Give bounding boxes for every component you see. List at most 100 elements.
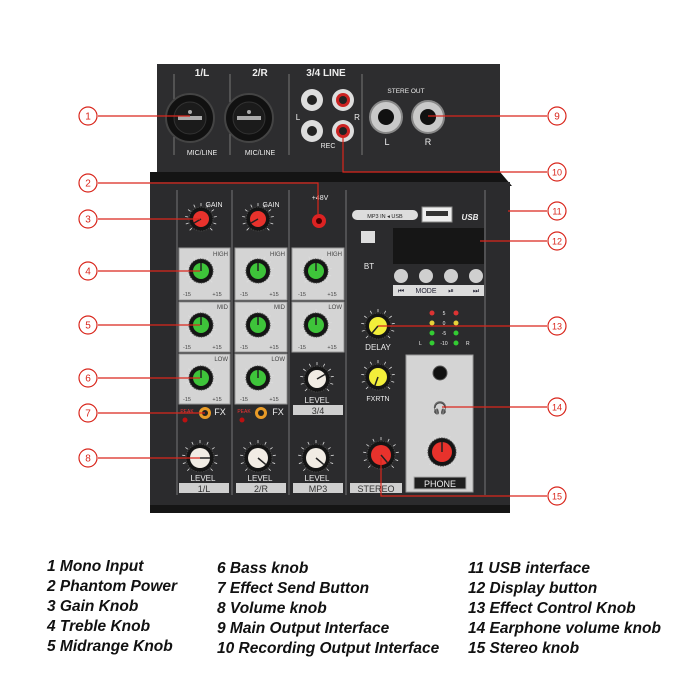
mp3-in-badge — [352, 210, 418, 220]
meter-label: 0 — [443, 321, 446, 327]
channel-name-mp3: MP3 — [309, 484, 328, 494]
phantom-power-button[interactable] — [312, 214, 326, 228]
next-button — [469, 269, 483, 283]
svg-text:MID: MID — [217, 305, 229, 311]
mode-button — [419, 269, 433, 283]
prev-button — [394, 269, 408, 283]
callout-3: 3 — [78, 209, 200, 229]
phone-volume-knob[interactable] — [424, 434, 460, 467]
eq-min-label: -15 — [183, 397, 191, 403]
treble-knob-34[interactable] — [300, 255, 332, 284]
volume-knob-2[interactable] — [240, 440, 276, 473]
channel-name-34: 3/4 — [312, 406, 325, 416]
mono-input-jack-1[interactable] — [165, 93, 215, 143]
input-label-1l: 1/L — [195, 68, 209, 79]
meter-led — [453, 320, 459, 326]
meter-label: -10 — [440, 341, 447, 347]
legend-item: 7 Effect Send Button — [217, 580, 370, 597]
effect-send-button-2[interactable] — [255, 407, 267, 419]
fxrtn-knob[interactable] — [361, 360, 395, 391]
svg-text:PEAK: PEAK — [237, 409, 251, 415]
line-input-rca-r[interactable] — [332, 89, 354, 111]
phone-label: PHONE — [424, 479, 456, 489]
bass-knob-34[interactable] — [300, 309, 332, 338]
mono-input-jack-2[interactable] — [224, 93, 274, 143]
callout-14: 14 — [442, 397, 567, 417]
callout-number: 12 — [552, 237, 562, 247]
bass-knob-2[interactable] — [242, 362, 274, 391]
svg-text:MID: MID — [274, 305, 286, 311]
stereo-knob[interactable] — [363, 437, 399, 470]
play-pause-button — [444, 269, 458, 283]
svg-text:LOW: LOW — [271, 357, 285, 363]
treble-knob-1[interactable] — [185, 255, 217, 284]
bass-knob-1[interactable] — [185, 362, 217, 391]
callout-number: 14 — [552, 403, 562, 413]
rec-output-rca-l[interactable] — [301, 120, 323, 142]
bluetooth-mic-icon — [361, 231, 375, 243]
callout-number: 10 — [552, 168, 562, 178]
legend-col-3: 11 USB interface 12 Display button 13 Ef… — [468, 559, 661, 659]
mic-line-label: MIC/LINE — [245, 150, 276, 157]
meter-led — [453, 340, 459, 346]
legend-col-2: 6 Bass knob 7 Effect Send Button 8 Volum… — [217, 559, 439, 659]
meter-label: 5 — [443, 311, 446, 317]
mid-knob-2[interactable] — [242, 309, 274, 338]
svg-text:LEVEL: LEVEL — [248, 474, 273, 483]
callout-8: 8 — [78, 448, 200, 468]
eq-max-label: +15 — [269, 397, 278, 403]
treble-knob-2[interactable] — [242, 255, 274, 284]
rec-output-rca-r[interactable] — [332, 120, 354, 142]
mode-label: MODE — [416, 288, 437, 295]
meter-led — [429, 320, 435, 326]
mid-knob-1[interactable] — [185, 309, 217, 338]
main-output-jack-r[interactable] — [411, 100, 445, 134]
input-label-2r: 2/R — [252, 68, 268, 79]
line-input-rca-l[interactable] — [301, 89, 323, 111]
eq-min-label: -15 — [183, 345, 191, 351]
level-knob-34[interactable] — [300, 362, 334, 393]
main-output-jack-l[interactable] — [369, 100, 403, 134]
callout-number: 6 — [85, 374, 91, 385]
legend-item: 14 Earphone volume knob — [468, 620, 661, 637]
svg-text:HIGH: HIGH — [270, 252, 285, 258]
callout-1: 1 — [78, 106, 190, 126]
volume-knob-mp3[interactable] — [298, 440, 334, 473]
legend-item: 3 Gain Knob — [47, 598, 139, 615]
fxrtn-label: FXRTN — [366, 396, 389, 403]
svg-text:HIGH: HIGH — [213, 252, 228, 258]
next-icon: ⏭ — [473, 288, 480, 295]
prev-icon: ⏮ — [398, 288, 404, 295]
meter-label: -5 — [442, 331, 447, 337]
channel-name-2r: 2/R — [254, 484, 269, 494]
callout-10: 10 — [342, 136, 567, 182]
callout-5: 5 — [78, 315, 200, 335]
callout-number: 15 — [552, 492, 562, 502]
svg-text:GAIN: GAIN — [205, 202, 222, 209]
usb-label: USB — [462, 213, 479, 222]
channel-name-1l: 1/L — [198, 484, 211, 494]
callout-number: 8 — [85, 454, 91, 465]
callout-number: 13 — [552, 322, 562, 332]
eq-min-label: -15 — [183, 292, 191, 298]
stereo-label: STEREO — [357, 484, 394, 494]
peak-led — [182, 417, 188, 423]
play-pause-icon: ⏯ — [448, 288, 454, 295]
callout-6: 6 — [78, 368, 200, 388]
callout-4: 4 — [78, 261, 200, 281]
gain-knob-1[interactable] — [185, 203, 217, 232]
gain-knob-2[interactable] — [242, 203, 274, 232]
svg-text:LEVEL: LEVEL — [305, 474, 330, 483]
svg-text:FX: FX — [214, 407, 226, 417]
bt-label: BT — [364, 262, 374, 271]
eq-max-label: +15 — [212, 292, 221, 298]
legend-item: 4 Treble Knob — [47, 618, 151, 635]
headphone-jack[interactable] — [432, 365, 448, 381]
input-label-line: 3/4 LINE — [306, 68, 346, 79]
callout-number: 7 — [85, 409, 91, 420]
eq-max-label: +15 — [327, 292, 336, 298]
eq-min-label: -15 — [298, 345, 306, 351]
callout-number: 9 — [554, 112, 560, 123]
